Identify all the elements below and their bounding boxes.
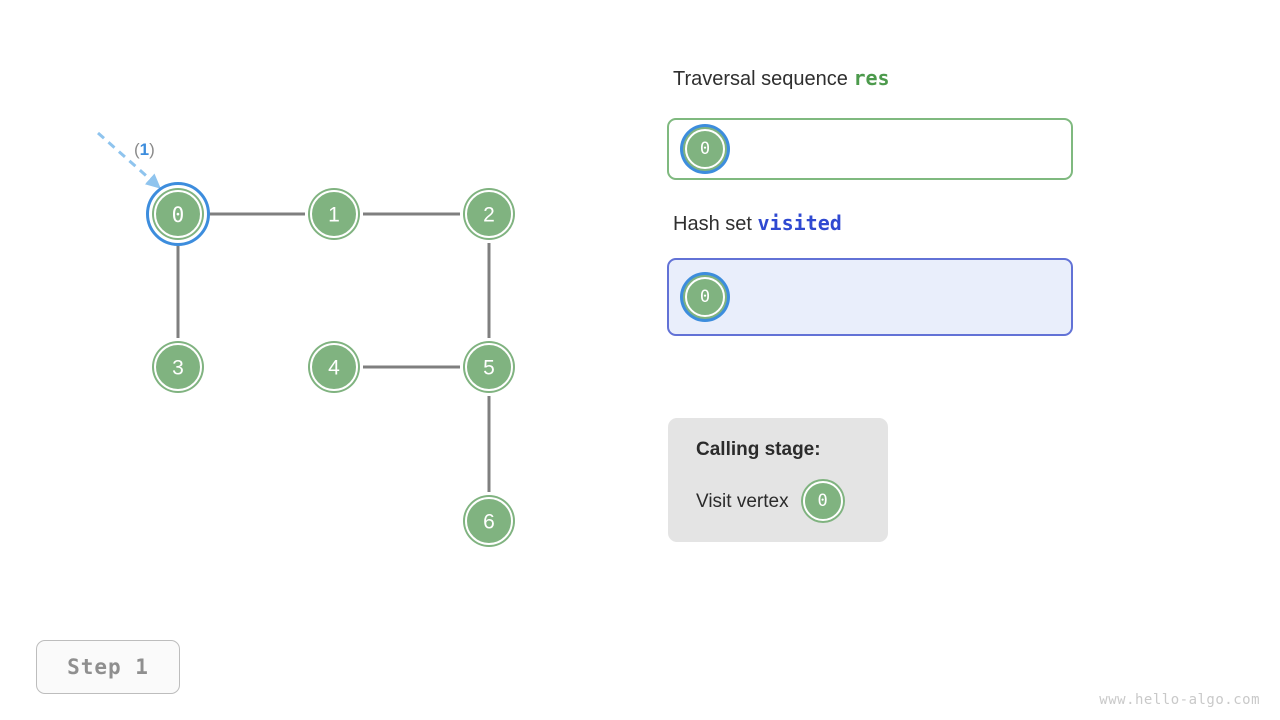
res-heading: Traversal sequence res [673, 68, 890, 89]
graph-node-circle [463, 341, 515, 393]
graph-node-label: 2 [483, 204, 495, 227]
site-watermark: www.hello-algo.com [1099, 692, 1260, 708]
calling-stage-vertex-token: 0 [800, 479, 845, 523]
graph-node-layer: 0 1 2 3 4 5 6 [146, 182, 515, 547]
calling-stage-action: Visit vertex 0 [696, 479, 888, 523]
graph-node-inner-ring [154, 343, 202, 391]
graph-node-label: 1 [328, 204, 340, 227]
graph-node-inner-ring [154, 190, 202, 238]
graph-node-inner-ring [465, 190, 513, 238]
graph-node-label: 4 [328, 357, 340, 380]
graph-edge-layer [176, 212, 491, 492]
state-panel: Traversal sequence res 0 Hash set visite… [666, 0, 1280, 720]
graph-node-6[interactable]: 6 [463, 495, 515, 547]
visited-variable-name: visited [757, 211, 842, 235]
graph-node-label: 6 [483, 511, 495, 534]
graph-node-0[interactable]: 0 [146, 182, 210, 246]
calling-stage-card: Calling stage: Visit vertex 0 [668, 418, 888, 542]
graph-node-5[interactable]: 5 [463, 341, 515, 393]
graph-node-1[interactable]: 1 [308, 188, 360, 240]
graph-node-circle [308, 341, 360, 393]
res-array-box: 0 [667, 118, 1073, 180]
graph-node-3[interactable]: 3 [152, 341, 204, 393]
graph-node-2[interactable]: 2 [463, 188, 515, 240]
graph-node-inner-ring [465, 343, 513, 391]
pointer-index-label: (1) [134, 140, 155, 159]
calling-stage-title: Calling stage: [696, 439, 821, 460]
graph-node-label: 0 [172, 203, 185, 227]
graph-visualization-area: (1) 0 1 2 3 4 5 6 [97, 131, 515, 547]
graph-svg: (1) 0 1 2 3 4 5 6 [97, 131, 515, 547]
graph-node-inner-ring [310, 190, 358, 238]
graph-node-4[interactable]: 4 [308, 341, 360, 393]
res-variable-name: res [853, 66, 890, 90]
step-pointer-arrow: (1) [97, 131, 161, 190]
res-item-token: 0 [683, 127, 727, 171]
graph-node-label: 3 [172, 357, 184, 380]
visited-item-token: 0 [683, 275, 727, 319]
graph-node-highlight-ring [146, 182, 210, 246]
calling-stage-action-label: Visit vertex [696, 490, 789, 512]
graph-node-circle [152, 188, 204, 240]
graph-node-inner-ring [465, 497, 513, 545]
graph-node-circle [308, 188, 360, 240]
graph-node-circle [463, 188, 515, 240]
visited-heading-text: Hash set [673, 213, 752, 235]
graph-node-label: 5 [483, 357, 495, 380]
graph-node-circle [463, 495, 515, 547]
graph-node-circle [152, 341, 204, 393]
res-heading-text: Traversal sequence [673, 68, 848, 90]
graph-node-inner-ring [310, 343, 358, 391]
step-badge: Step 1 [36, 640, 180, 694]
visited-set-box: 0 [667, 258, 1073, 336]
visited-heading: Hash set visited [673, 213, 842, 234]
